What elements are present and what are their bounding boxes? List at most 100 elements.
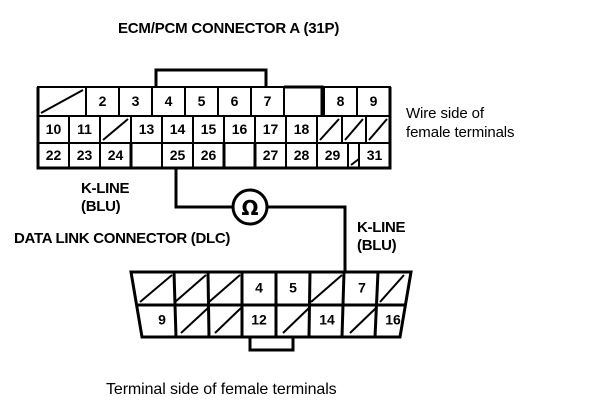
dlc-row-1: 4 5 7 — [139, 274, 405, 303]
dlc-cell-blank-10 — [180, 307, 209, 334]
ecm-cell-6: 6 — [217, 86, 252, 117]
ecm-cell-14: 14 — [161, 115, 194, 144]
ecm-cell-15: 15 — [192, 115, 225, 144]
ecm-cell-16: 16 — [223, 115, 256, 144]
dlc-title: DATA LINK CONNECTOR (DLC) — [14, 230, 230, 247]
dlc-cell-14: 14 — [319, 312, 335, 328]
ecm-cell-11: 11 — [68, 115, 101, 144]
ecm-cell-label: 17 — [263, 121, 279, 137]
ecm-cell-5: 5 — [184, 86, 219, 117]
dlc-cell-blank-6 — [310, 274, 343, 303]
ecm-cell-label: 28 — [294, 147, 310, 163]
ecm-cell-label: 26 — [201, 147, 217, 163]
ecm-cell-label: 13 — [139, 121, 155, 137]
ecm-cell-blank-20 — [341, 115, 367, 144]
ecm-cell-29: 29 — [316, 142, 349, 169]
dlc-cell-label: 9 — [158, 312, 166, 328]
ecm-cell-label: 18 — [294, 121, 310, 137]
ohmmeter-symbol: Ω — [231, 188, 269, 226]
ecm-cell-label: 8 — [337, 93, 345, 109]
ecm-cell-label: 7 — [264, 93, 272, 109]
dlc-cell-7: 7 — [358, 280, 366, 296]
dlc-cell-label: 12 — [251, 312, 267, 328]
ecm-cell-blank-1 — [37, 86, 87, 117]
ecm-cell-31: 31 — [358, 142, 391, 169]
ecm-cell-17: 17 — [254, 115, 287, 144]
ecm-cell-label: 6 — [231, 93, 239, 109]
kline-right-label-line2: (BLU) — [357, 237, 397, 254]
dlc-cell-blank-8 — [379, 274, 405, 303]
dlc-outer-outline — [129, 270, 413, 339]
ecm-row-2: 10 11 13 14 — [37, 115, 391, 144]
ecm-outer-outline — [36, 87, 392, 170]
ecm-cell-label: 5 — [198, 93, 206, 109]
dlc-cell-blank-1 — [139, 274, 173, 303]
dlc-cell-blank-11 — [214, 307, 242, 334]
dlc-cell-9: 9 — [158, 312, 166, 328]
dlc-cell-16: 16 — [385, 312, 401, 328]
dlc-cell-blank-13 — [282, 307, 310, 334]
kline-right-label-line1: K-LINE — [357, 219, 405, 236]
dlc-cell-label: 4 — [255, 280, 263, 296]
ecm-cell-blank-12 — [99, 115, 132, 144]
dlc-cell-4: 4 — [255, 280, 263, 296]
wire-ecm-to-meter — [174, 166, 236, 209]
page-title: ECM/PCM CONNECTOR A (31P) — [118, 20, 339, 37]
dlc-cell-12: 12 — [251, 312, 267, 328]
dlc-cell-blank-2 — [174, 274, 207, 303]
kline-left-label-line1: K-LINE — [81, 180, 129, 197]
ecm-cell-label: 22 — [46, 147, 62, 163]
dlc-cell-label: 16 — [385, 312, 401, 328]
dlc-cell-label: 5 — [289, 280, 297, 296]
dlc-row-2: 9 12 14 — [158, 307, 401, 334]
dlc-column-separators — [172, 271, 380, 338]
dlc-locking-tab — [248, 337, 295, 352]
ecm-cell-label: 24 — [108, 147, 124, 163]
dlc-cell-5: 5 — [289, 280, 297, 296]
wire-side-label-line1: Wire side of — [406, 105, 485, 122]
ecm-cell-blank-21 — [365, 115, 391, 144]
ecm-row-3: 22 23 24 25 26 — [37, 142, 391, 169]
ecm-row1-gap-outline — [284, 85, 324, 116]
kline-left-label-line2: (BLU) — [81, 198, 121, 215]
ecm-cell-label: 4 — [165, 93, 173, 109]
ecm-pcm-connector: 2 3 4 5 6 — [36, 68, 392, 170]
ecm-cell-label: 10 — [46, 121, 62, 137]
ecm-cell-label: 31 — [367, 147, 383, 163]
ecm-cell-label: 3 — [132, 93, 140, 109]
ecm-cell-label: 11 — [77, 121, 92, 137]
ecm-cell-27: 27 — [254, 142, 287, 169]
kline-wire-path — [174, 166, 347, 274]
ecm-row-1: 2 3 4 5 6 — [37, 85, 391, 117]
ecm-cell-18: 18 — [285, 115, 318, 144]
ecm-cell-8: 8 — [323, 86, 358, 117]
ecm-cell-label: 29 — [325, 147, 341, 163]
ecm-cell-9: 9 — [356, 86, 391, 117]
ecm-cell-26: 26 — [192, 142, 225, 169]
dlc-cell-blank-3 — [208, 274, 241, 303]
ecm-cell-label: 16 — [232, 121, 248, 137]
dlc-caption: Terminal side of female terminals — [106, 381, 337, 398]
wire-meter-to-dlc — [264, 205, 347, 274]
ecm-cell-22: 22 — [37, 142, 70, 169]
ecm-cell-label: 25 — [170, 147, 186, 163]
ecm-cell-label: 9 — [370, 93, 378, 109]
ecm-cell-label: 2 — [99, 93, 107, 109]
ecm-cell-label: 23 — [77, 147, 93, 163]
ecm-row3-gap-left — [129, 143, 162, 170]
ecm-cell-label: 27 — [263, 147, 279, 163]
dlc-cell-blank-15 — [349, 307, 377, 334]
ohm-icon: Ω — [241, 196, 258, 220]
dlc-cell-label: 14 — [319, 312, 335, 328]
ecm-locking-tab — [154, 68, 268, 87]
ecm-cell-label: 15 — [201, 121, 217, 137]
ecm-cell-13: 13 — [130, 115, 163, 144]
ecm-cell-blank-19 — [316, 115, 343, 144]
ecm-cell-label: 14 — [170, 121, 186, 137]
ecm-cell-23: 23 — [68, 142, 101, 169]
ecm-cell-2: 2 — [85, 86, 120, 117]
dlc-connector: 4 5 7 9 — [129, 270, 413, 352]
ecm-cell-28: 28 — [285, 142, 318, 169]
ecm-cell-3: 3 — [118, 86, 153, 117]
dlc-cell-label: 7 — [358, 280, 366, 296]
